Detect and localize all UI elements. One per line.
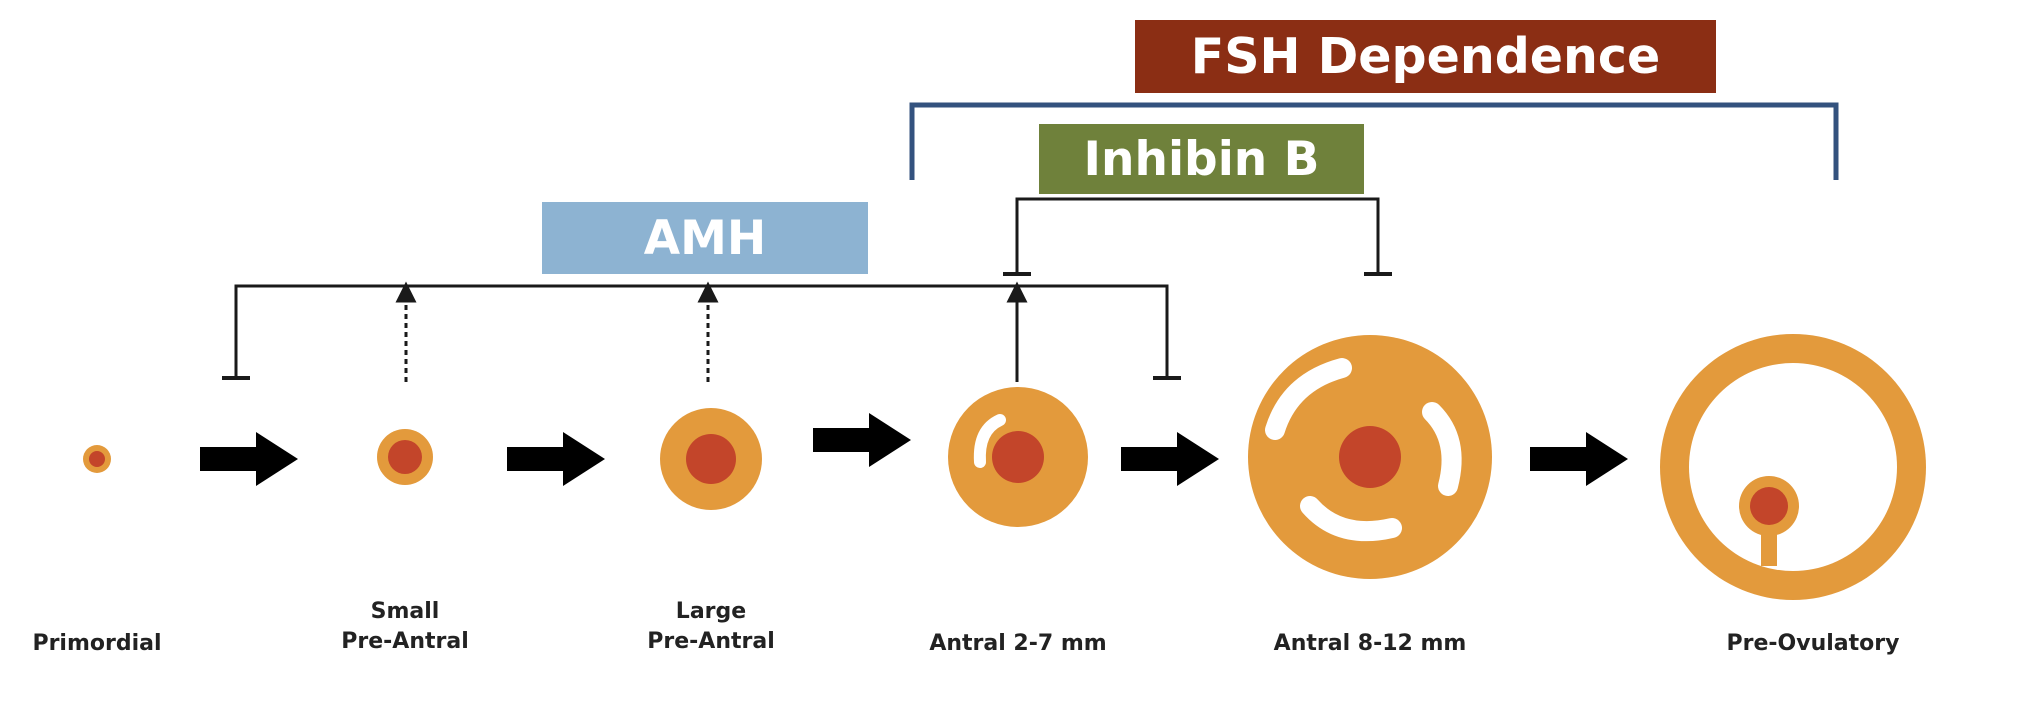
amh-bracket	[222, 284, 1181, 380]
inhibin-b-label: Inhibin B	[1039, 124, 1364, 194]
arrow-right-icon	[200, 432, 298, 486]
progression-arrows	[200, 413, 1628, 486]
inhibin-b-bracket	[1003, 197, 1392, 276]
stage-label-pre-ovulatory: Pre-Ovulatory	[1726, 631, 1900, 656]
stage-label-antral-8-12: Antral 8-12 mm	[1273, 631, 1467, 656]
amh-label: AMH	[542, 202, 868, 274]
follicle-small-pre-antral	[377, 429, 433, 485]
arrow-right-icon	[507, 432, 605, 486]
stage-label-primordial: Primordial	[32, 631, 162, 656]
amh-text: AMH	[643, 210, 767, 266]
arrow-right-icon	[1530, 432, 1628, 486]
fsh-dependence-label: FSH Dependence	[1135, 20, 1716, 93]
antrum	[1265, 358, 1352, 440]
follicle-primordial	[83, 445, 111, 473]
stage-label-antral-2-7: Antral 2-7 mm	[929, 631, 1107, 656]
fsh-dependence-bracket	[909, 102, 1839, 180]
follicle-antral-8-12	[1248, 335, 1492, 579]
follicle-antral-2-7	[948, 387, 1088, 527]
stage-label-small-pre-antral: Small Pre-Antral	[341, 599, 469, 654]
arrow-right-icon	[813, 413, 911, 467]
antrum	[1300, 496, 1402, 542]
antrum	[1422, 402, 1462, 496]
follicle-pre-ovulatory	[1660, 334, 1926, 600]
stage-label-large-pre-antral: Large Pre-Antral	[647, 599, 775, 654]
fsh-dependence-text: FSH Dependence	[1190, 28, 1661, 85]
antrum	[973, 414, 1006, 468]
arrow-right-icon	[1121, 432, 1219, 486]
inhibin-b-text: Inhibin B	[1083, 131, 1320, 187]
follicle-large-pre-antral	[660, 408, 762, 510]
